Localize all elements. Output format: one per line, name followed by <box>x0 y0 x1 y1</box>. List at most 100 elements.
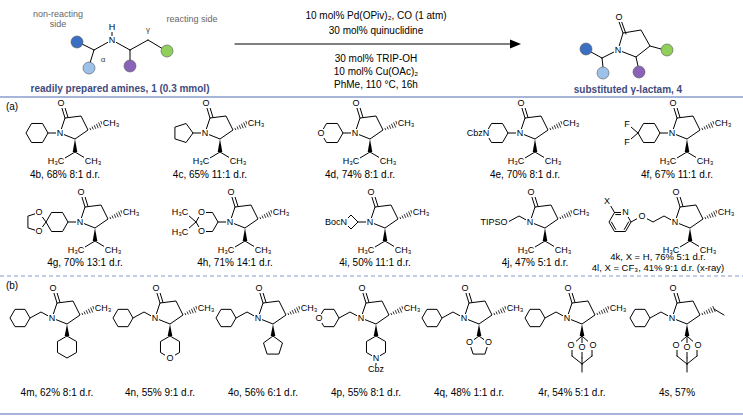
bond <box>409 212 411 216</box>
ring-bond <box>630 309 650 326</box>
atom-label: O <box>516 99 525 108</box>
bond <box>597 313 599 314</box>
atom-label: O <box>460 284 469 293</box>
atom-label: CH₃ <box>254 246 273 255</box>
bond <box>360 152 370 158</box>
bond <box>119 212 121 216</box>
atom-label: N <box>516 129 525 138</box>
atom-label: N <box>366 218 375 227</box>
bond <box>92 127 94 129</box>
bond <box>407 213 409 217</box>
atom-label: N <box>357 314 366 323</box>
atom-label: O <box>316 129 325 138</box>
atom-label: H₃C <box>171 228 190 237</box>
wedge-bond <box>374 324 379 336</box>
bond <box>714 309 724 315</box>
bond <box>185 313 187 314</box>
atom-label: O <box>668 284 677 293</box>
atom-label: TIPSO <box>479 218 508 227</box>
atom-label: O <box>197 227 206 236</box>
atom-label: CH₃ <box>403 304 422 313</box>
atom-label: CH₃ <box>696 157 715 166</box>
bond <box>130 40 148 50</box>
bond <box>148 40 163 49</box>
bond <box>391 313 393 314</box>
atom-label: CH₃ <box>197 304 216 313</box>
bond <box>235 43 512 44</box>
bond <box>677 152 687 158</box>
bond <box>582 356 592 364</box>
ring-bond <box>618 30 650 57</box>
atom-label: N <box>56 129 65 138</box>
atom-label: N <box>372 354 381 363</box>
substituent-ball <box>124 60 136 72</box>
bond <box>94 126 95 129</box>
bond <box>611 222 615 229</box>
bond <box>114 215 115 218</box>
bond <box>554 126 555 129</box>
bond <box>714 212 716 216</box>
condition-text: 10 mol% Pd(OPiv)₂, CO (1 atm) <box>305 10 446 21</box>
compound-label: 4l, X = CF₃, 41% 9:1 d.r. (x-ray) <box>592 263 724 273</box>
atom-label: N <box>254 314 263 323</box>
atom-label: O <box>671 188 680 197</box>
compound-label: 4k, X = H, 76% 5:1 d.r. <box>610 252 705 262</box>
atom-label: O <box>465 338 474 347</box>
ring-bond <box>525 309 545 326</box>
wedge-bond <box>271 324 276 336</box>
wedge-bond <box>580 324 585 336</box>
substituent-ball <box>83 62 95 74</box>
wedge-bond <box>685 324 690 336</box>
bond <box>290 312 292 314</box>
condition-text: 30 mol% TRIP-OH <box>335 53 418 64</box>
bond <box>404 215 405 218</box>
bond <box>582 364 583 372</box>
atom-label: H₃C <box>192 157 211 166</box>
atom-label: H₃C <box>47 157 66 166</box>
bond <box>267 213 269 217</box>
position-label: α <box>101 56 106 65</box>
atom-label: N <box>563 314 572 323</box>
caption-text: readily prepared amines, 1 (0.3 mmol) <box>31 83 210 94</box>
atom-label: X <box>603 197 611 206</box>
bond <box>687 364 688 372</box>
bond <box>501 309 503 313</box>
panel-letter: (a) <box>6 101 18 112</box>
atom-label: O <box>588 341 597 350</box>
atom-label: N <box>671 218 680 227</box>
bond <box>402 216 404 218</box>
bond <box>187 312 189 314</box>
bond <box>393 312 395 314</box>
atom-label: CH₃ <box>300 304 319 313</box>
compound-label: 4f, 67% 11:1 d.r. <box>641 169 713 180</box>
compound-label: 4r, 54% 5:1 d.r. <box>538 387 605 398</box>
atom-label: CH₃ <box>247 119 266 128</box>
bond <box>704 127 706 129</box>
bond <box>624 222 628 229</box>
bond <box>398 309 400 313</box>
compound-label: 4g, 70% 13:1 d.r. <box>47 257 123 268</box>
atom-label: N <box>201 129 210 138</box>
atom-label: O <box>314 314 323 323</box>
atom-label: O <box>671 341 680 350</box>
bond <box>552 127 554 129</box>
bond <box>564 215 565 218</box>
bond <box>702 313 704 314</box>
table-rule <box>0 96 743 98</box>
atom-label: CH₃ <box>84 157 103 166</box>
bond <box>599 312 601 314</box>
bond <box>702 128 704 129</box>
atom-label: O <box>56 99 65 108</box>
atom-label: N <box>151 314 160 323</box>
bond <box>677 356 687 364</box>
compound-label: 4m, 62% 8:1 d.r. <box>21 387 94 398</box>
bond <box>375 241 385 247</box>
bond <box>210 152 220 158</box>
atom-label: CH₃ <box>94 304 113 313</box>
table-rule <box>0 413 743 415</box>
atom-label: CH₃ <box>544 157 563 166</box>
bond <box>262 216 264 218</box>
atom-label: CH₃ <box>229 157 248 166</box>
atom-label: O <box>566 341 575 350</box>
bond <box>292 311 293 314</box>
